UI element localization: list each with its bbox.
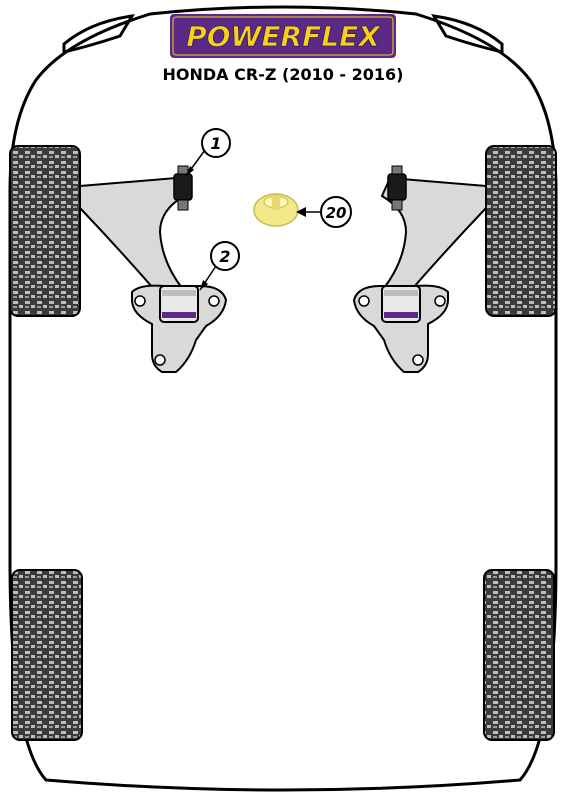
rear-right-tyre (483, 569, 555, 741)
callout-1[interactable]: 1 (185, 128, 231, 177)
callout-20-label: 20 (326, 204, 347, 222)
car-body-outline (8, 5, 558, 792)
logo-text: POWERFLEX (186, 20, 381, 53)
rear-left-tyre (11, 569, 83, 741)
right-front-bush (387, 173, 407, 201)
callout-1-label: 1 (210, 134, 221, 153)
windshield-left (62, 14, 135, 54)
callout-2[interactable]: 2 (199, 241, 240, 291)
engine-mount-insert (253, 193, 299, 227)
front-left-tyre (9, 145, 81, 317)
front-right-tyre (485, 145, 557, 317)
callout-2-label: 2 (219, 247, 230, 266)
left-front-bush (173, 173, 193, 201)
windshield-right (431, 14, 504, 54)
powerflex-logo: POWERFLEX (170, 14, 396, 58)
left-control-arm (79, 176, 186, 298)
page-title: HONDA CR-Z (2010 - 2016) (163, 65, 404, 84)
callout-20[interactable]: 20 (296, 196, 352, 228)
